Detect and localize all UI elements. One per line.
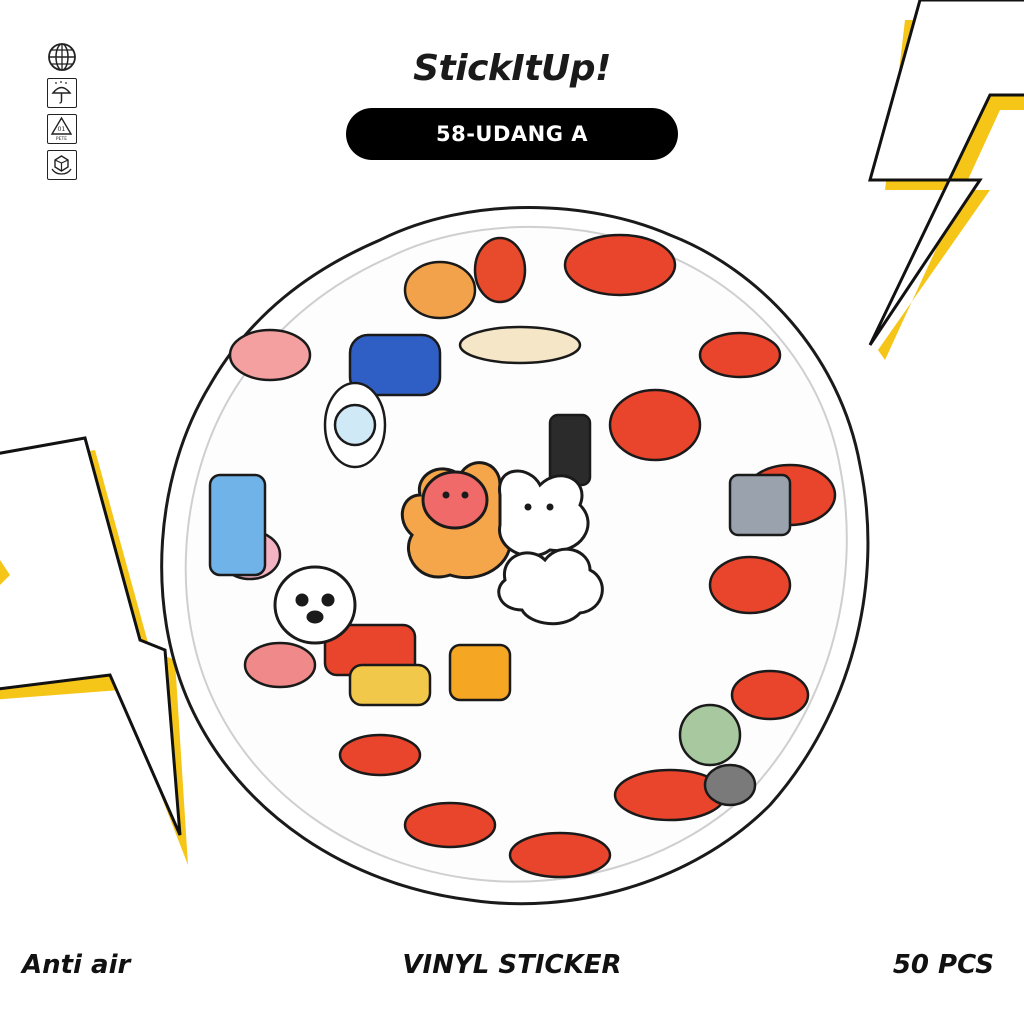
product-type-label: VINYL STICKER [402, 950, 622, 980]
quantity-label: 50 PCS [892, 950, 994, 980]
recycle-material: PETE [56, 136, 67, 142]
globe-icon [47, 42, 77, 72]
fragile-box-icon [47, 150, 77, 180]
recycle-01-pete-icon: 01 PETE [47, 114, 77, 144]
brand-logo: StickItUp! [413, 48, 611, 89]
water-resistant-label: Anti air [22, 950, 131, 980]
product-code-badge: 58-UDANG A [346, 108, 678, 160]
recycle-number: 01 [58, 126, 66, 133]
product-code-label: 58-UDANG A [435, 122, 589, 146]
sticker-collection-illustration [160, 206, 870, 906]
umbrella-rain-icon [47, 78, 77, 108]
